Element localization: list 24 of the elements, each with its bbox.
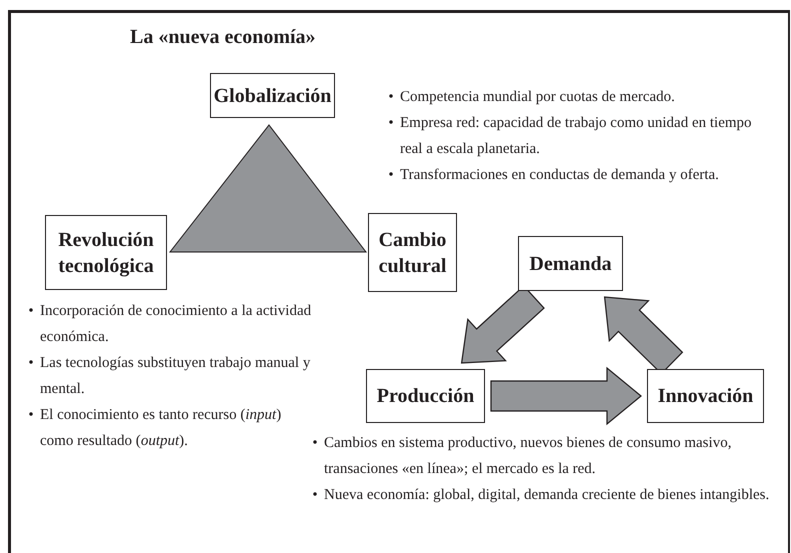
bullet-mark: • — [387, 114, 395, 133]
concept-box: Globalización — [210, 73, 335, 118]
bullet-mark: • — [311, 486, 319, 505]
bullet-text: El conocimiento es tanto recurso (input) como resultado (output). — [40, 406, 282, 451]
concept-box: Producción — [366, 369, 485, 423]
bullet-text: Cambios en sistema productivo, nuevos bienes de consumo masivo, transaciones «en línea»; el mercado es la red. — [324, 434, 732, 479]
bullet-text: Transformaciones en conductas de demanda y oferta. — [400, 166, 719, 185]
bullet-text: Incorporación de conocimiento a la actividad económica. — [40, 302, 312, 347]
bullet-text: Empresa red: capacidad de trabajo como unidad en tiempo real a escala planetaria. — [400, 114, 753, 159]
block-arrow — [490, 366, 642, 426]
concept-box: Cambio cultural — [368, 213, 457, 292]
concept-box: Revolución tecnológica — [45, 215, 167, 290]
concept-box: Innovación — [647, 369, 764, 423]
bullet-mark: • — [27, 406, 35, 425]
bullet-text: Las tecnologías substituyen trabajo manual y mental. — [40, 354, 312, 399]
bullet-mark: • — [387, 166, 395, 185]
concept-box: Demanda — [518, 236, 623, 291]
bullet-text: Nueva economía: global, digital, demanda creciente de bienes intangibles. — [324, 486, 770, 505]
bullet-text: Competencia mundial por cuotas de mercado. — [400, 88, 675, 107]
diagram-title: La «nueva economía» — [130, 25, 316, 50]
bullet-mark: • — [27, 302, 35, 321]
bullet-mark: • — [387, 88, 395, 107]
bullet-mark: • — [311, 434, 319, 453]
bullet-mark: • — [27, 354, 35, 373]
